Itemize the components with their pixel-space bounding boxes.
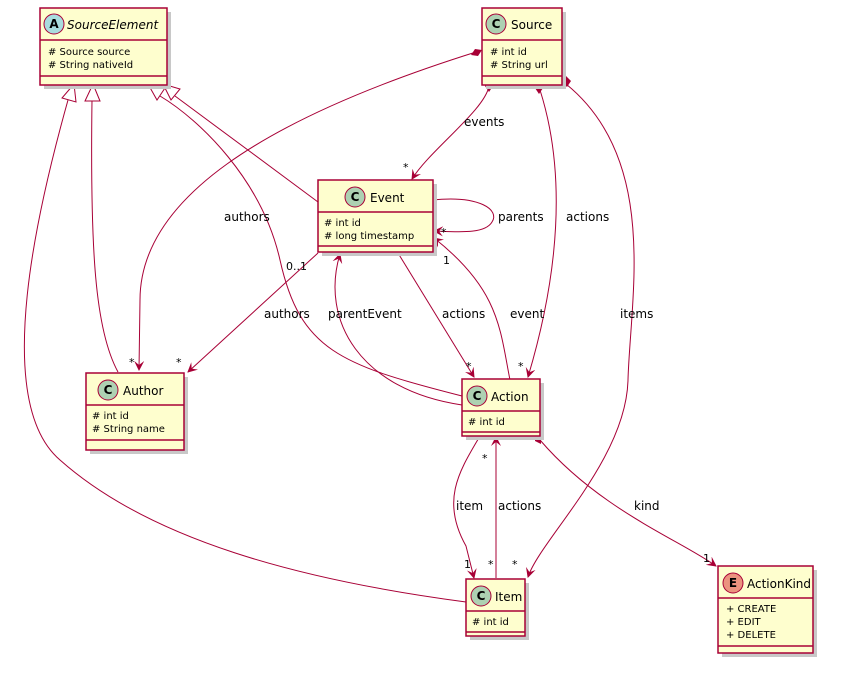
enum-value-create: + CREATE xyxy=(726,604,776,615)
edge-item-extends-sourceelement xyxy=(23,99,467,603)
edge-action-kind xyxy=(539,439,717,567)
label-action-kind: kind xyxy=(634,499,660,513)
mult-item-one: 1 xyxy=(464,558,471,571)
mult-event-zero-one: 0..1 xyxy=(286,260,307,273)
label-source-items: items xyxy=(620,307,653,321)
class-name-event: Event xyxy=(370,191,405,205)
label-source-authors: authors xyxy=(224,210,270,224)
stereotype-letter: C xyxy=(492,17,501,31)
class-name-author: Author xyxy=(123,384,163,398)
enum-value-delete: + DELETE xyxy=(726,630,776,641)
stereotype-letter: C xyxy=(473,389,482,403)
mult-actionkind-one: 1 xyxy=(703,552,710,565)
label-source-actions: actions xyxy=(566,210,609,224)
class-actionkind[interactable]: E ActionKind + CREATE + EDIT + DELETE xyxy=(717,565,817,657)
mult-event-from-source: * xyxy=(403,161,409,174)
class-icon xyxy=(466,385,488,407)
attr-name: # String name xyxy=(92,424,165,435)
attr-id: # int id xyxy=(472,617,509,628)
edge-event-extends-sourceelement xyxy=(174,95,319,203)
attr-id: # int id xyxy=(468,417,505,428)
stereotype-letter: A xyxy=(49,17,59,31)
edge-event-actions xyxy=(397,252,475,378)
mult-event-parents: * xyxy=(441,226,447,239)
class-name-actionkind: ActionKind xyxy=(747,577,811,591)
edge-action-item xyxy=(453,435,481,579)
class-action[interactable]: C Action # int id xyxy=(461,378,544,440)
mult-item-star: * xyxy=(488,558,494,571)
mult-event-one: 1 xyxy=(443,254,450,267)
class-icon xyxy=(97,379,119,401)
class-author[interactable]: C Author # int id # String name xyxy=(85,372,188,454)
attr-source: # Source source xyxy=(48,47,130,58)
abstract-class-icon xyxy=(43,13,65,35)
edge-event-parents xyxy=(431,198,495,237)
mult-action-from-source: * xyxy=(518,360,524,373)
class-name-item: Item xyxy=(495,590,522,604)
mult-action-from-event: * xyxy=(466,360,472,373)
stereotype-letter: C xyxy=(477,589,486,603)
edge-action-extends-sourceelement xyxy=(159,95,463,397)
class-name-source: Source xyxy=(511,18,552,32)
mult-item-from-source: * xyxy=(512,558,518,571)
label-item-actions: actions xyxy=(498,499,541,513)
class-icon xyxy=(344,186,366,208)
label-event-actions: actions xyxy=(442,307,485,321)
edge-event-authors xyxy=(187,252,319,373)
edge-author-extends-sourceelement xyxy=(91,99,119,373)
edge-action-event xyxy=(433,237,511,381)
label-action-event: event xyxy=(510,307,544,321)
mult-action-from-item: * xyxy=(482,452,488,465)
enum-icon xyxy=(722,572,744,594)
attr-nativeid: # String nativeId xyxy=(48,60,133,71)
mult-author-from-event: * xyxy=(176,356,182,369)
label-event-authors: authors xyxy=(264,307,310,321)
class-name-action: Action xyxy=(491,390,529,404)
class-icon xyxy=(485,13,507,35)
label-source-events: events xyxy=(464,115,504,129)
edge-action-parentevent xyxy=(332,253,463,406)
class-sourceelement[interactable]: A SourceElement # Source source # String… xyxy=(39,7,171,89)
edge-source-actions xyxy=(525,89,557,378)
class-source[interactable]: C Source # int id # String url xyxy=(481,7,566,89)
class-icon xyxy=(470,585,492,607)
class-item[interactable]: C Item # int id xyxy=(465,578,529,640)
attr-timestamp: # long timestamp xyxy=(324,231,414,242)
stereotype-letter: C xyxy=(104,383,113,397)
class-event[interactable]: C Event # int id # long timestamp xyxy=(317,179,437,256)
edge-source-authors xyxy=(134,51,477,371)
label-action-parentevent: parentEvent xyxy=(328,307,402,321)
stereotype-letter: C xyxy=(351,190,360,204)
label-event-parents: parents xyxy=(498,210,544,224)
edge-source-events xyxy=(411,85,490,180)
stereotype-letter: E xyxy=(729,576,737,590)
label-action-item: item xyxy=(456,499,483,513)
edge-source-items xyxy=(526,83,635,578)
composition-diamond xyxy=(471,49,482,56)
class-name-sourceelement: SourceElement xyxy=(67,18,159,32)
attr-id: # int id xyxy=(324,218,361,229)
mult-author-from-source: * xyxy=(129,356,135,369)
attr-url: # String url xyxy=(490,60,548,71)
enum-value-edit: + EDIT xyxy=(726,617,762,628)
inheritance-arrow-author xyxy=(84,82,101,102)
attr-id: # int id xyxy=(490,47,527,58)
attr-id: # int id xyxy=(92,411,129,422)
